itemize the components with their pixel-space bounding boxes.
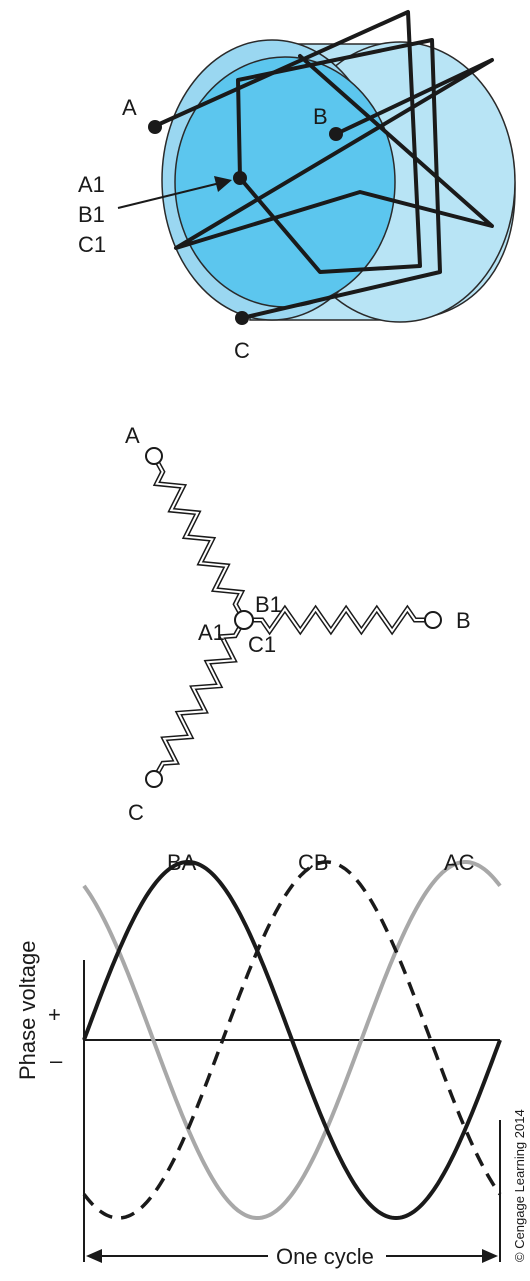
rotor-label-b: B xyxy=(313,104,328,129)
wye-coils-inner xyxy=(153,455,434,780)
rotor-terminal-a-dot xyxy=(148,120,162,134)
copyright-credit: © Cengage Learning 2014 xyxy=(512,1109,527,1262)
wye-label-b1: B1 xyxy=(255,592,282,617)
wye-label-c: C xyxy=(128,800,144,825)
wye-coils xyxy=(151,453,436,782)
wye-terminal-c xyxy=(145,770,163,788)
winding-a xyxy=(153,10,422,274)
series-label-cb: CB xyxy=(298,850,329,875)
wye-label-c1: C1 xyxy=(248,632,276,657)
winding-b xyxy=(174,54,494,250)
phase-voltage-chart: BA CB AC Phase voltage + – One cycle xyxy=(15,850,502,1269)
rotor-label-b1: B1 xyxy=(78,202,105,227)
rotor-label-a1: A1 xyxy=(78,172,105,197)
wave-cb xyxy=(82,860,502,1220)
coil-b-core xyxy=(243,607,434,633)
wye-schematic: A B C A1 B1 C1 xyxy=(125,423,471,825)
y-axis-label: Phase voltage xyxy=(15,941,40,1080)
series-label-ba: BA xyxy=(167,850,197,875)
plus-sign: + xyxy=(48,1002,61,1027)
wye-label-a1: A1 xyxy=(198,620,225,645)
rotor-terminal-c-dot xyxy=(235,311,249,325)
cycle-label: One cycle xyxy=(276,1244,374,1269)
wye-terminal-b xyxy=(424,611,442,629)
common-pointer-line xyxy=(117,182,221,209)
rotor-label-a: A xyxy=(122,95,137,120)
wye-label-a: A xyxy=(125,423,140,448)
wye-terminal-a xyxy=(145,447,163,465)
wave-ba xyxy=(82,859,502,1221)
rotor-label-c: C xyxy=(234,338,250,363)
coil-a-core xyxy=(153,455,245,621)
cycle-arrowhead-right xyxy=(482,1249,498,1263)
wave-ac xyxy=(82,860,502,1220)
cycle-arrowhead-left xyxy=(86,1249,102,1263)
series-label-ac: AC xyxy=(444,850,475,875)
common-pointer-arrowhead xyxy=(214,176,232,192)
wye-center-node xyxy=(234,610,254,630)
coil-c-core xyxy=(153,619,245,780)
rotor-windings xyxy=(153,10,494,320)
rotor-label-c1: C1 xyxy=(78,232,106,257)
rotor-terminal-b-dot xyxy=(329,127,343,141)
rotor-common-dot xyxy=(233,171,247,185)
minus-sign: – xyxy=(50,1048,63,1073)
winding-c xyxy=(236,38,442,320)
wye-label-b: B xyxy=(456,608,471,633)
rotor-illustration: A B C A1 B1 C1 xyxy=(78,10,516,363)
